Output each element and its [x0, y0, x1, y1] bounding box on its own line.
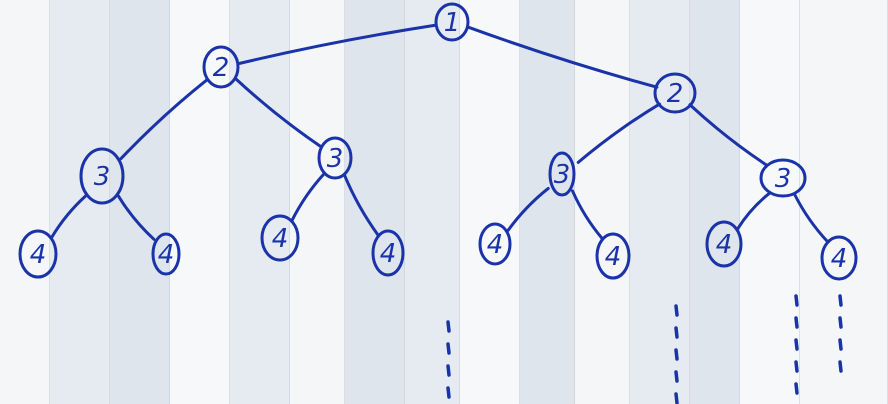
node-label: 4	[30, 240, 47, 270]
node-label: 4	[487, 230, 504, 260]
continuation-dot	[838, 360, 843, 373]
continuation-dot	[794, 316, 799, 329]
paper-panel	[690, 0, 740, 404]
paper-panel	[110, 0, 170, 404]
tree-edge	[238, 23, 437, 65]
tree-node-n4d: 4	[371, 229, 405, 277]
node-label: 4	[605, 242, 622, 272]
paper-panel	[460, 0, 520, 404]
tree-edge	[736, 192, 771, 230]
node-circle	[653, 72, 697, 114]
node-label: 3	[554, 160, 571, 190]
edges	[50, 23, 830, 244]
node-label: 2	[213, 53, 230, 83]
tree-node-n4a: 4	[18, 229, 58, 279]
node-circle	[478, 222, 512, 266]
node-circle	[759, 158, 807, 198]
tree-node-n3a: 3	[79, 147, 125, 205]
continuation-dot	[838, 316, 843, 329]
tree-node-n2a: 2	[202, 45, 240, 89]
continuation-dot	[794, 360, 799, 373]
tree-node-n4e: 4	[478, 222, 512, 266]
continuation-dot	[674, 370, 679, 383]
tree-edge	[506, 186, 550, 232]
node-circle	[705, 220, 743, 268]
node-label: 4	[380, 239, 397, 269]
paper-panel	[345, 0, 405, 404]
continuation-dot	[838, 338, 843, 351]
node-label: 4	[272, 224, 289, 254]
node-label: 3	[327, 144, 344, 174]
node-circle	[434, 2, 470, 42]
node-label: 4	[831, 244, 848, 274]
continuation-dot	[446, 386, 451, 399]
paper-panel	[170, 0, 230, 404]
node-circle	[260, 214, 300, 262]
paper-panel	[630, 0, 690, 404]
node-label: 3	[94, 162, 111, 192]
tree-node-n4b: 4	[151, 232, 181, 276]
node-label: 1	[444, 8, 461, 38]
node-circle	[202, 45, 240, 89]
continuation-dot	[674, 348, 679, 361]
tree-edge	[50, 194, 88, 239]
continuation-dot	[794, 382, 799, 395]
paper-panel	[405, 0, 460, 404]
continuation-dot	[838, 294, 843, 307]
tree-edge	[234, 77, 322, 148]
tree-node-n4f: 4	[595, 232, 631, 280]
continuation-marks	[446, 294, 843, 404]
tree-node-n4h: 4	[820, 235, 858, 281]
paper-panel	[800, 0, 888, 404]
node-label: 4	[716, 230, 733, 260]
node-label: 2	[667, 79, 684, 109]
node-circle	[151, 232, 181, 276]
continuation-dot	[794, 294, 799, 307]
tree-edge	[576, 102, 662, 164]
node-label: 3	[775, 164, 792, 194]
paper-panel	[290, 0, 345, 404]
tree-edge	[688, 103, 769, 167]
tree-edge	[119, 78, 209, 161]
paper-panel	[740, 0, 800, 404]
tree-edge	[793, 193, 830, 244]
continuation-dot	[674, 304, 679, 317]
node-circle	[548, 151, 576, 197]
tree-node-n3c: 3	[548, 151, 576, 197]
continuation-dot	[446, 364, 451, 377]
nodes: 1 2 2 3 3 3 3 4 4 4 4 4 4 4 4	[18, 2, 858, 281]
paper-panel	[230, 0, 290, 404]
tree-node-n3d: 3	[759, 158, 807, 198]
continuation-dot	[674, 392, 679, 404]
paper-panel	[0, 0, 50, 404]
continuation-dot	[446, 342, 451, 355]
continuation-dot	[794, 338, 799, 351]
node-circle	[371, 229, 405, 277]
tree-edge	[466, 25, 659, 89]
continuation-dot	[674, 326, 679, 339]
tree-node-n3b: 3	[317, 136, 353, 180]
node-circle	[317, 136, 353, 180]
tree-edge	[571, 189, 604, 240]
tree-node-n1: 1	[434, 2, 470, 42]
tree-edge	[290, 172, 326, 223]
node-circle	[820, 235, 858, 281]
continuation-dot	[446, 320, 451, 333]
node-label: 4	[158, 240, 175, 270]
tree-edge	[342, 173, 380, 237]
node-circle	[595, 232, 631, 280]
node-circle	[18, 229, 58, 279]
tree-node-n2b: 2	[653, 72, 697, 114]
paper-panel	[520, 0, 575, 404]
tree-node-n4g: 4	[705, 220, 743, 268]
tree-node-n4c: 4	[260, 214, 300, 262]
tree-edge	[116, 194, 156, 241]
node-circle	[79, 147, 125, 205]
